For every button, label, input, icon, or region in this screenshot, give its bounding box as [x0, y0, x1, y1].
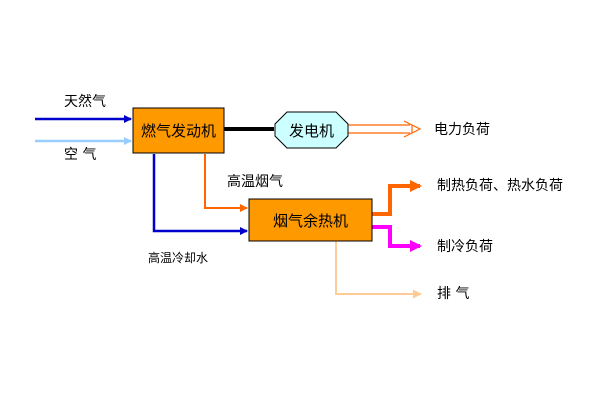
- gas-engine-box: [132, 107, 225, 154]
- gas-engine-label: 燃气发动机: [140, 122, 216, 140]
- electric-load-label: 电力负荷: [434, 122, 490, 138]
- generator-shape: [274, 111, 349, 149]
- generator-label: 发电机: [288, 121, 334, 140]
- heat-load-label: 制热负荷、热水负荷: [437, 178, 563, 194]
- cooling-water-label: 高温冷却水: [148, 251, 209, 265]
- waste-heat-machine-label: 烟气余热机: [272, 211, 348, 230]
- flue-gas-arrow: [204, 154, 248, 212]
- heat-output-arrow: [372, 180, 422, 216]
- exhaust-label: 排 气: [437, 286, 470, 302]
- electric-output-arrow: [348, 120, 422, 138]
- cooling-water-arrow: [152, 154, 248, 235]
- natural-gas-label: 天然气: [64, 94, 106, 110]
- waste-heat-machine-box: [248, 198, 373, 242]
- flue-gas-label: 高温烟气: [227, 174, 283, 190]
- cooling-output-arrow: [372, 225, 422, 252]
- exhaust-arrow: [335, 241, 422, 299]
- air-label: 空 气: [64, 147, 97, 163]
- cooling-load-label: 制冷负荷: [437, 239, 493, 255]
